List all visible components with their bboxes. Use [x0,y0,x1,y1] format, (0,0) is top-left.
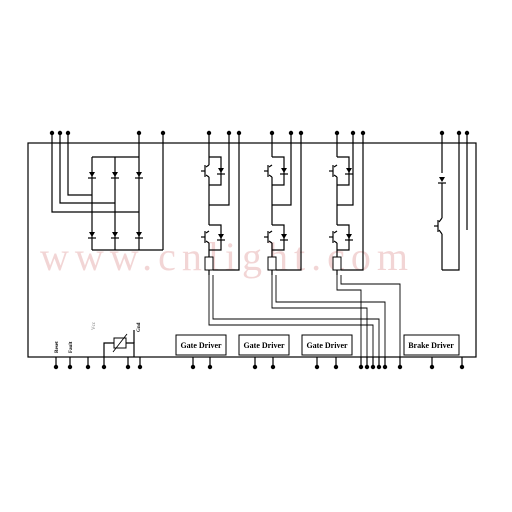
gate-driver-2: Gate Driver [238,334,290,356]
module-outline [27,142,477,358]
inverter-leg-w [329,143,364,275]
fault-label: Fault [69,341,74,353]
bottom-pins [53,357,465,370]
gate-routing [208,275,401,357]
inverter-leg-v [264,143,302,275]
gate-driver-2-label: Gate Driver [243,341,285,350]
gate-driver-3: Gate Driver [301,334,353,356]
gnd-label: Gnd [137,322,142,332]
inverter-leg-u [201,143,240,275]
vcc-label: Vcc [92,321,97,330]
gate-driver-1-label: Gate Driver [180,341,222,350]
top-pins [49,130,470,143]
reset-label: Reset [55,341,60,353]
brake-chopper [434,143,468,271]
gate-driver-3-label: Gate Driver [306,341,348,350]
watermark-text: www.cnlight.com [40,234,414,279]
brake-driver-label: Brake Driver [408,341,454,350]
brake-driver: Brake Driver [403,334,460,356]
ntc-thermistor [103,330,135,357]
gate-driver-1: Gate Driver [175,334,227,356]
rectifier-bridge [51,143,164,251]
